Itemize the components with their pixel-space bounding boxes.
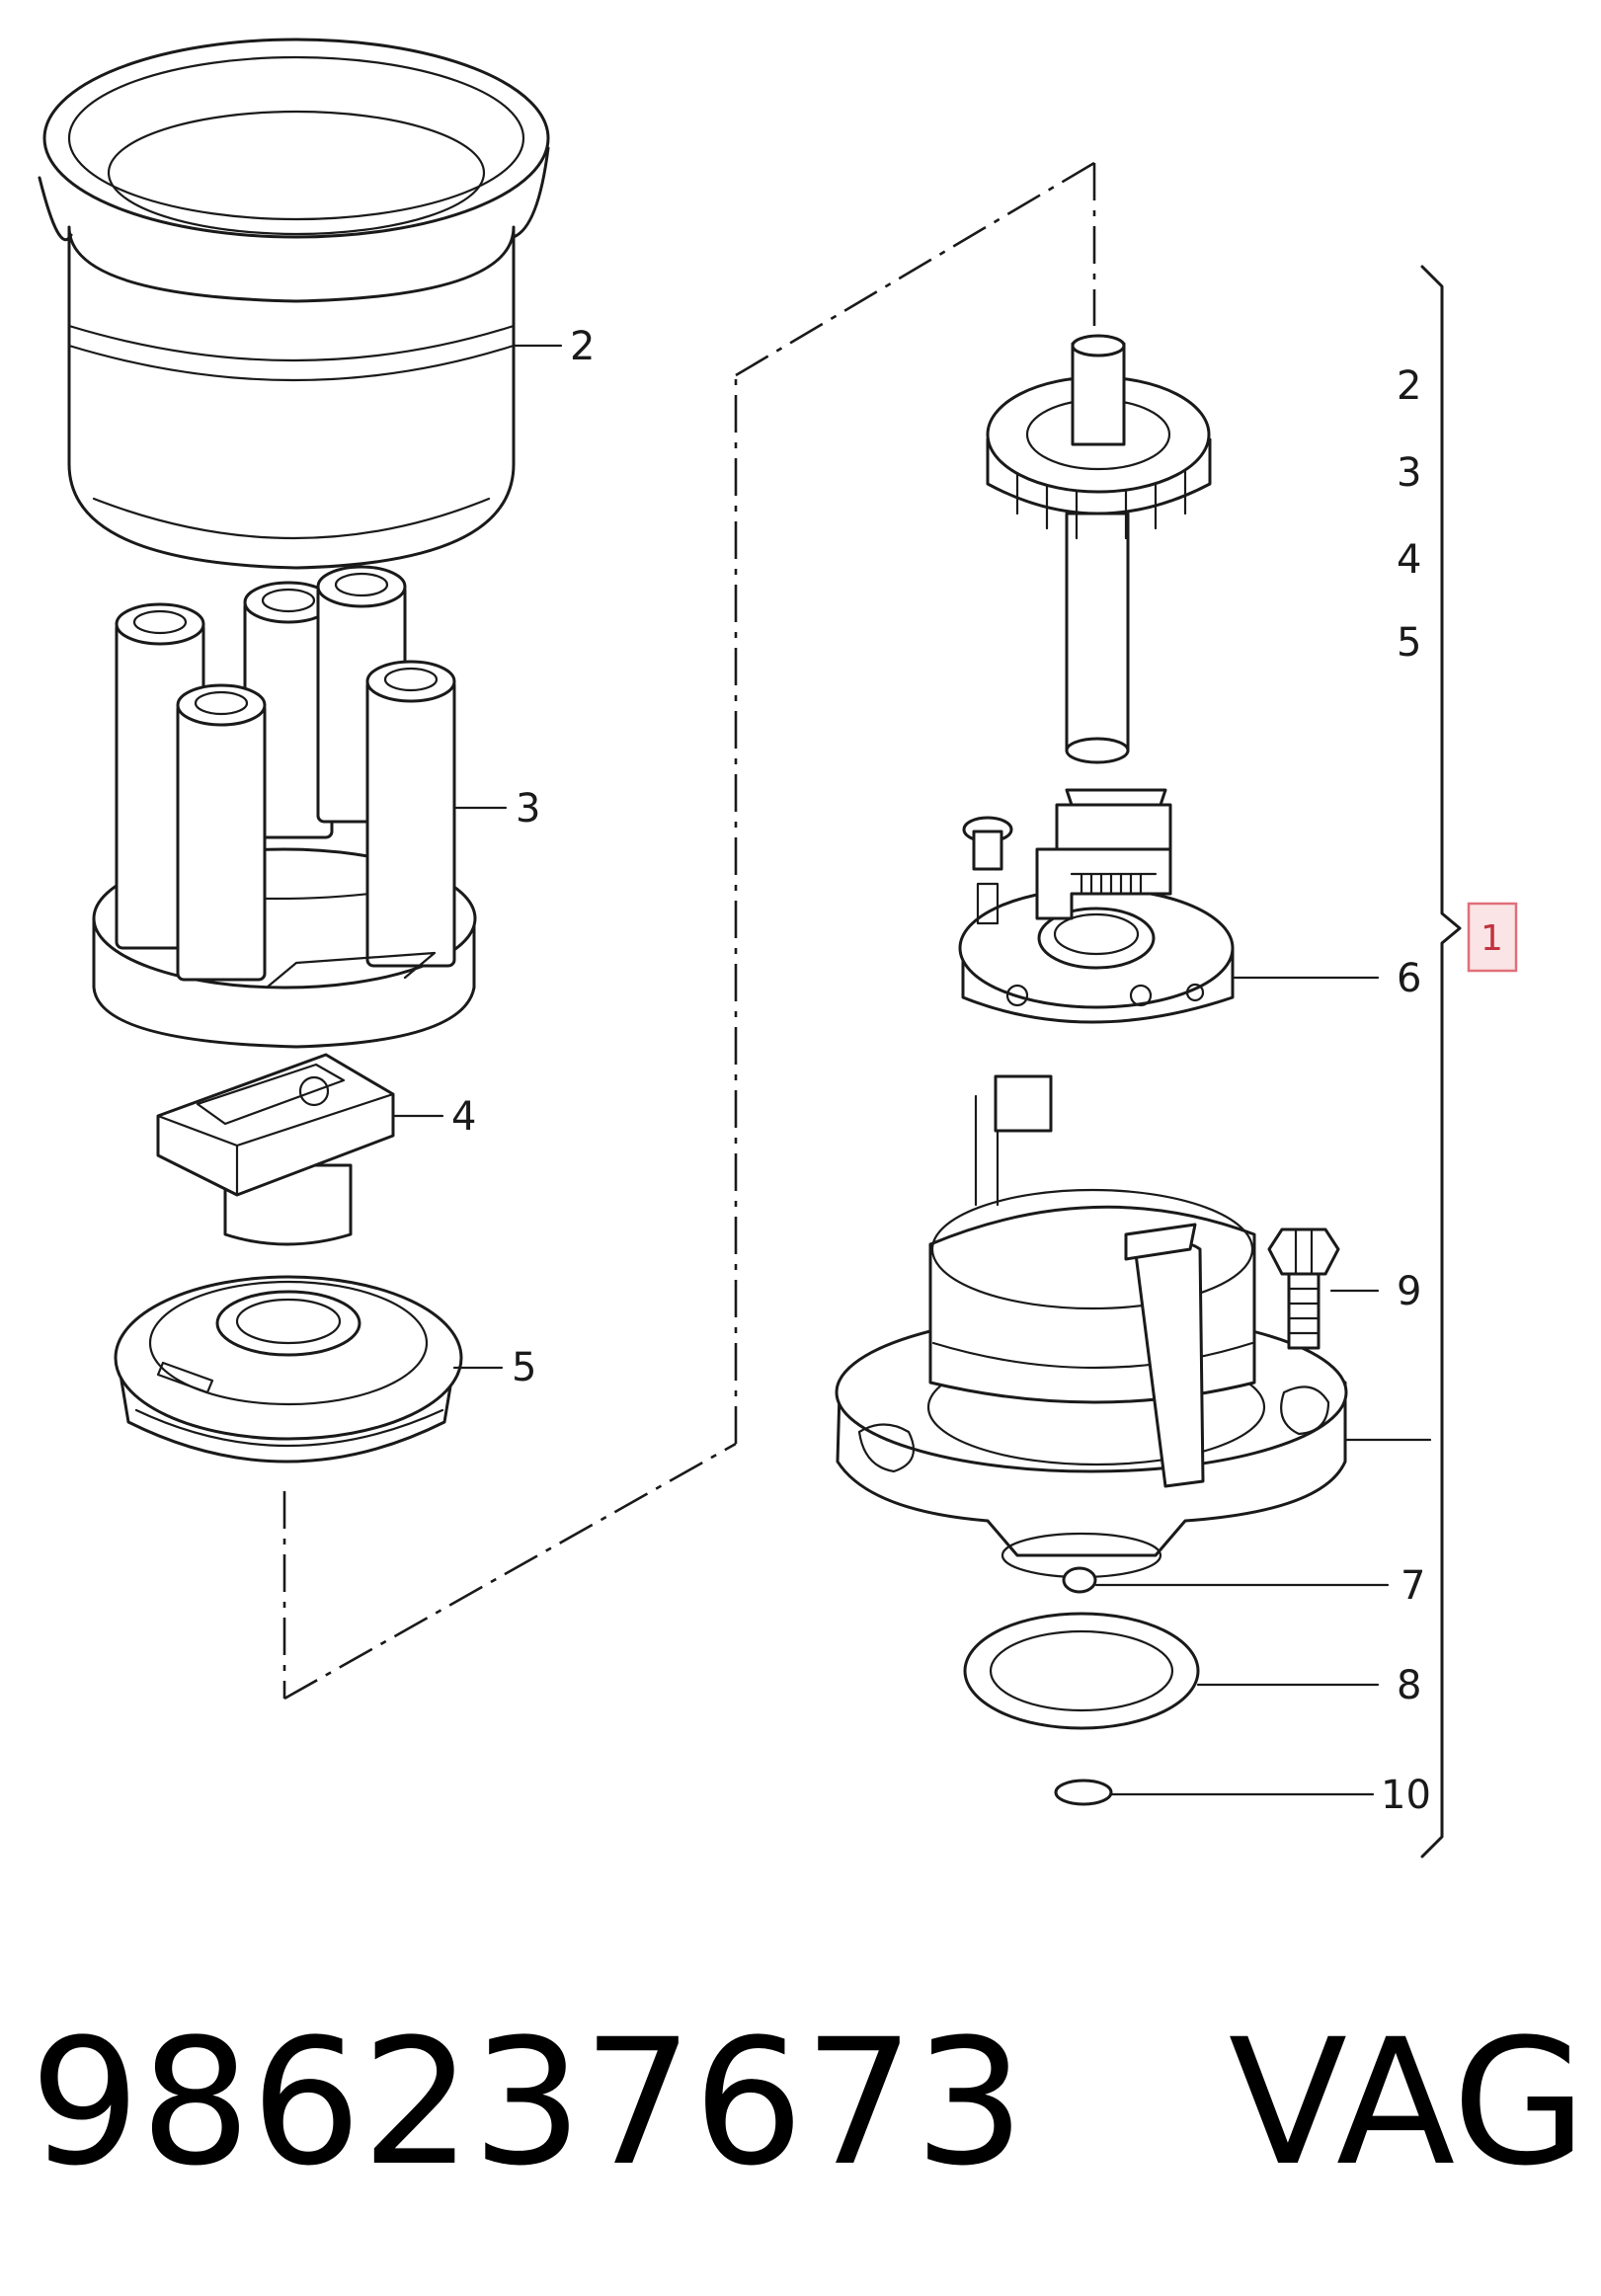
assembly-dash-line xyxy=(282,161,1096,1701)
callout-4: 4 xyxy=(451,1094,476,1140)
callout-7: 7 xyxy=(1401,1563,1425,1609)
part-number: 986237673 xyxy=(30,2002,1025,2204)
cover-cup xyxy=(38,38,550,570)
assembly-label[interactable]: 1 xyxy=(1481,918,1503,959)
callout-9: 9 xyxy=(1397,1269,1421,1314)
rotor-arm xyxy=(156,1053,395,1246)
distributor-cap xyxy=(92,565,477,1049)
callout-6: 6 xyxy=(1397,956,1421,1001)
hall-sender xyxy=(958,788,1235,1024)
distributor-housing xyxy=(835,1188,1348,1594)
brand-name: VAG xyxy=(1228,2002,1587,2204)
dust-shield xyxy=(114,1275,463,1464)
group-list-item: 2 xyxy=(1397,363,1421,409)
callout-10: 10 xyxy=(1381,1773,1431,1818)
o-ring xyxy=(963,1612,1200,1730)
caption: 986237673 VAG xyxy=(30,2005,1587,2202)
callout-2: 2 xyxy=(570,324,595,369)
callout-3: 3 xyxy=(516,786,540,831)
callout-8: 8 xyxy=(1397,1663,1421,1708)
callout-5: 5 xyxy=(512,1345,536,1390)
hex-bolt xyxy=(1267,1227,1340,1350)
group-list-item: 3 xyxy=(1397,450,1421,496)
group-list-item: 4 xyxy=(1397,537,1421,583)
distributor-shaft xyxy=(986,334,1212,764)
assembly-label-box[interactable] xyxy=(1467,902,1518,973)
leader-lines xyxy=(393,344,1432,1796)
flex-cable xyxy=(974,1074,1053,1207)
group-list-item: 5 xyxy=(1397,620,1421,666)
small-seal xyxy=(1054,1779,1113,1806)
group-bracket xyxy=(1420,265,1462,1859)
